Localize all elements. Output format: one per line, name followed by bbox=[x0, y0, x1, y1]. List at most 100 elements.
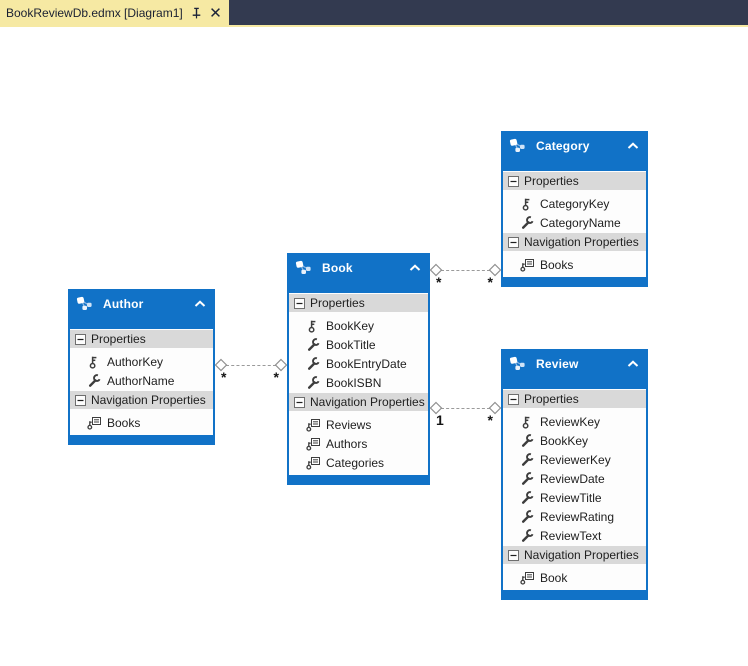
property-name: Categories bbox=[326, 455, 385, 470]
pin-icon[interactable] bbox=[191, 7, 202, 19]
wrench-icon bbox=[519, 453, 535, 466]
section-header-navigation-properties[interactable]: Navigation Properties bbox=[503, 545, 646, 564]
entity-name: Book bbox=[322, 260, 353, 275]
property-name: BookISBN bbox=[326, 375, 382, 390]
wrench-icon bbox=[519, 216, 535, 229]
chevron-up-icon[interactable] bbox=[627, 359, 639, 368]
association-diamond-icon bbox=[214, 358, 228, 372]
property-name: AuthorKey bbox=[107, 354, 164, 369]
tab-title: BookReviewDb.edmx [Diagram1] bbox=[6, 5, 183, 20]
entity-name: Author bbox=[103, 296, 144, 311]
wrench-icon bbox=[305, 376, 321, 389]
entity-header-review[interactable]: Review bbox=[501, 349, 648, 378]
section-label: Navigation Properties bbox=[91, 393, 206, 407]
document-tab-bar: BookReviewDb.edmx [Diagram1] bbox=[0, 0, 748, 27]
property-row[interactable]: Books bbox=[503, 255, 646, 274]
property-row[interactable]: ReviewText bbox=[503, 526, 646, 545]
association-diamond-icon bbox=[274, 358, 288, 372]
property-row[interactable]: ReviewKey bbox=[503, 412, 646, 431]
entity-header-book[interactable]: Book bbox=[287, 253, 430, 282]
property-name: ReviewRating bbox=[540, 509, 615, 524]
multiplicity-label: * bbox=[273, 369, 279, 385]
section-header-properties[interactable]: Properties bbox=[503, 171, 646, 190]
collapse-minus-icon[interactable] bbox=[294, 297, 305, 309]
association-diamond-icon bbox=[429, 401, 443, 415]
document-tab[interactable]: BookReviewDb.edmx [Diagram1] bbox=[0, 0, 229, 25]
collapse-minus-icon[interactable] bbox=[75, 394, 86, 406]
section-header-properties[interactable]: Properties bbox=[503, 389, 646, 408]
section-header-properties[interactable]: Properties bbox=[289, 293, 428, 312]
entity-header-category[interactable]: Category bbox=[501, 131, 648, 160]
section-label: Properties bbox=[91, 332, 146, 346]
entity-icon bbox=[295, 260, 312, 275]
collapse-minus-icon[interactable] bbox=[508, 549, 519, 561]
property-name: BookEntryDate bbox=[326, 356, 407, 371]
wrench-icon bbox=[519, 510, 535, 523]
entity-header-author[interactable]: Author bbox=[68, 289, 215, 318]
property-row[interactable]: BookKey bbox=[503, 431, 646, 450]
collapse-minus-icon[interactable] bbox=[508, 393, 519, 405]
property-row[interactable]: CategoryKey bbox=[503, 194, 646, 213]
property-row[interactable]: ReviewTitle bbox=[503, 488, 646, 507]
close-icon[interactable] bbox=[210, 7, 221, 18]
property-row[interactable]: BookTitle bbox=[289, 335, 428, 354]
property-row[interactable]: AuthorKey bbox=[70, 352, 213, 371]
property-row[interactable]: Book bbox=[503, 568, 646, 587]
navigation-icon bbox=[305, 456, 321, 470]
section-header-navigation-properties[interactable]: Navigation Properties bbox=[289, 392, 428, 411]
collapse-minus-icon[interactable] bbox=[508, 175, 519, 187]
chevron-up-icon[interactable] bbox=[194, 299, 206, 308]
key-icon bbox=[519, 197, 535, 211]
association-line[interactable] bbox=[441, 408, 490, 409]
chevron-up-icon[interactable] bbox=[627, 141, 639, 150]
property-row[interactable]: Categories bbox=[289, 453, 428, 472]
section-header-navigation-properties[interactable]: Navigation Properties bbox=[503, 232, 646, 251]
section-label: Properties bbox=[524, 174, 579, 188]
chevron-up-icon[interactable] bbox=[409, 263, 421, 272]
property-name: ReviewKey bbox=[540, 414, 601, 429]
property-row[interactable]: BookKey bbox=[289, 316, 428, 335]
entity-icon bbox=[509, 356, 526, 371]
collapse-minus-icon[interactable] bbox=[75, 333, 86, 345]
property-name: AuthorName bbox=[107, 373, 175, 388]
property-row[interactable]: CategoryName bbox=[503, 213, 646, 232]
association-book-category: ** bbox=[429, 263, 502, 293]
section-header-navigation-properties[interactable]: Navigation Properties bbox=[70, 390, 213, 409]
property-row[interactable]: ReviewRating bbox=[503, 507, 646, 526]
wrench-icon bbox=[305, 338, 321, 351]
navigation-icon bbox=[305, 437, 321, 451]
section-label: Navigation Properties bbox=[310, 395, 425, 409]
property-row[interactable]: ReviewerKey bbox=[503, 450, 646, 469]
association-line[interactable] bbox=[441, 270, 490, 271]
property-row[interactable]: Reviews bbox=[289, 415, 428, 434]
association-line[interactable] bbox=[226, 365, 276, 366]
navigation-icon bbox=[519, 258, 535, 272]
property-row[interactable]: BookISBN bbox=[289, 373, 428, 392]
property-row[interactable]: Authors bbox=[289, 434, 428, 453]
property-name: Books bbox=[540, 257, 574, 272]
section-header-properties[interactable]: Properties bbox=[70, 329, 213, 348]
key-icon bbox=[519, 415, 535, 429]
navigation-icon bbox=[519, 571, 535, 585]
property-row[interactable]: BookEntryDate bbox=[289, 354, 428, 373]
property-name: BookKey bbox=[540, 433, 589, 448]
property-row[interactable]: Books bbox=[70, 413, 213, 432]
collapse-minus-icon[interactable] bbox=[294, 396, 305, 408]
property-name: BookKey bbox=[326, 318, 375, 333]
property-row[interactable]: AuthorName bbox=[70, 371, 213, 390]
property-name: ReviewTitle bbox=[540, 490, 602, 505]
property-name: Book bbox=[540, 570, 568, 585]
property-row[interactable]: ReviewDate bbox=[503, 469, 646, 488]
collapse-minus-icon[interactable] bbox=[508, 236, 519, 248]
